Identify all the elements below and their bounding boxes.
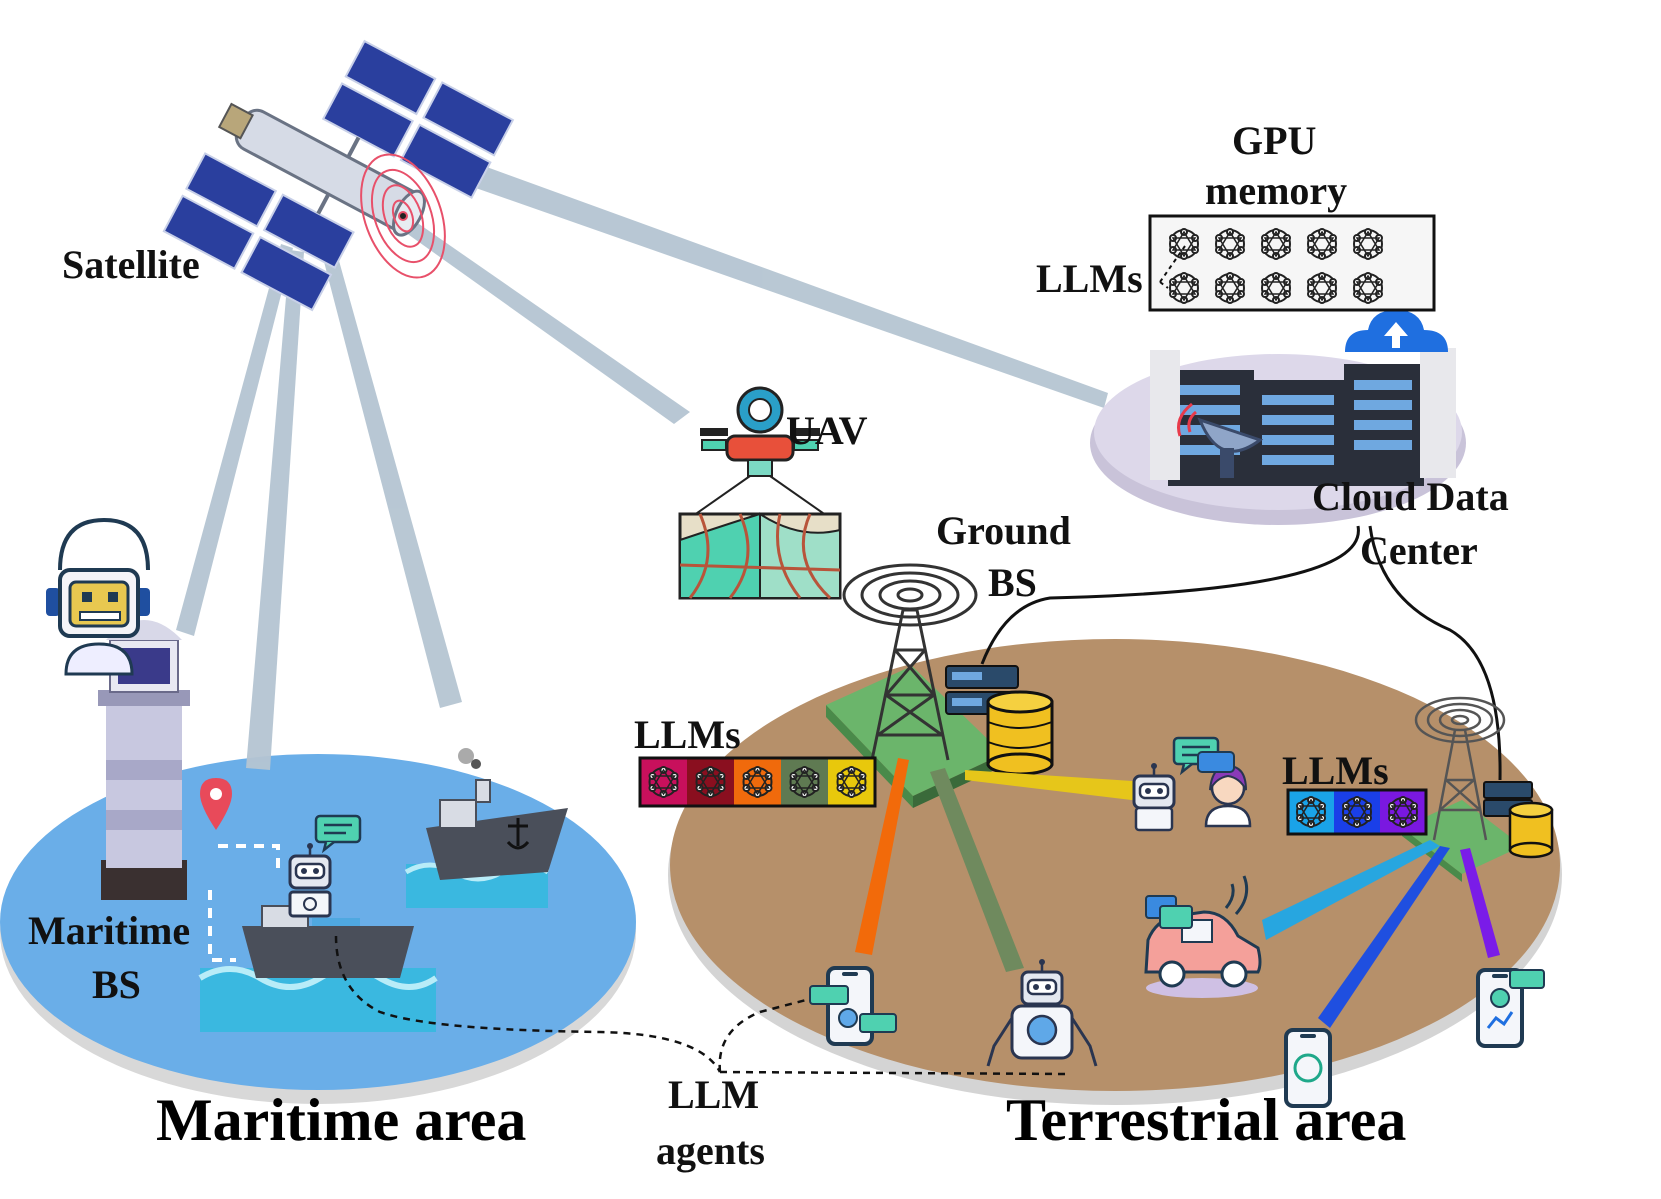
robot-icon <box>986 957 1098 1067</box>
cloud-upload-icon <box>1345 310 1448 352</box>
llm-strip-cell <box>734 758 781 806</box>
cloud-label-line1: Cloud Data <box>1312 474 1509 519</box>
agents-label-line2: agents <box>656 1128 765 1173</box>
gpu-label-line1: GPU <box>1232 118 1316 163</box>
llms-ground-label: LLMs <box>634 712 741 757</box>
radar-rings-icon <box>360 153 446 279</box>
tower-icon <box>842 563 978 761</box>
llms-cloud-label: LLMs <box>1036 256 1143 301</box>
right-bs-platform <box>1402 800 1522 882</box>
beam-blue <box>1318 846 1450 1028</box>
smartphone-icon <box>809 966 897 1046</box>
llms-right-label: LLMs <box>1282 748 1389 793</box>
cloud-label-line2: Center <box>1360 528 1478 573</box>
maritime-bs-label-line1: Maritime <box>28 908 190 953</box>
tower-icon <box>1414 696 1506 841</box>
satellite-icon <box>162 39 515 312</box>
uav-beam-lines <box>689 475 831 519</box>
llm-strip-cell <box>640 758 687 806</box>
llm-strip-border <box>1286 788 1428 836</box>
llm-strip-cell <box>687 758 734 806</box>
robot-icon <box>46 517 150 676</box>
smartphone-icon <box>1476 968 1545 1048</box>
beam-olive <box>930 768 1024 972</box>
terrestrial-area-label: Terrestrial area <box>1006 1087 1406 1153</box>
lighthouse-icon <box>98 620 190 900</box>
gpu-label-line2: memory <box>1205 168 1347 213</box>
robot-icon <box>288 841 332 918</box>
dish-icon <box>1177 402 1264 478</box>
maritime-bs-label-line2: BS <box>92 962 141 1007</box>
llm-strip-border <box>638 756 877 808</box>
gpu-memory-box <box>1148 214 1436 312</box>
beam-violet <box>1460 848 1500 958</box>
ship-icon <box>404 748 568 908</box>
beam-cyan <box>1262 840 1440 940</box>
llm-strip-cell <box>781 758 828 806</box>
database-icon <box>1508 801 1554 859</box>
maritime-area-label: Maritime area <box>156 1087 526 1153</box>
drone-icon <box>700 386 820 477</box>
ground-bs-label-line1: Ground <box>936 508 1071 553</box>
llm-strip-ground <box>638 756 877 808</box>
agents-label-line1: LLM <box>668 1072 759 1117</box>
ground-bs-label-line2: BS <box>988 560 1037 605</box>
satellite-label: Satellite <box>62 242 200 287</box>
wired-links <box>980 525 1502 781</box>
llm-strip-cell <box>828 758 875 806</box>
llm-strip-right <box>1286 788 1428 836</box>
server-icon <box>1150 348 1456 486</box>
chat-bubble-icon <box>1172 736 1235 774</box>
llms-pointer-lines <box>1159 245 1186 289</box>
uav-label: UAV <box>786 408 868 453</box>
agents-pointer-lines <box>334 935 1069 1076</box>
smartphone-icon <box>1284 1028 1332 1108</box>
database-icon <box>986 690 1054 776</box>
route-dashes <box>208 844 280 962</box>
ship-icon <box>198 905 438 1032</box>
chat-bubble-icon <box>1145 895 1193 929</box>
beam-yellow <box>965 770 1148 802</box>
beam-orange <box>855 758 909 955</box>
map-icon <box>678 512 842 600</box>
cloud-data-center <box>1090 310 1466 525</box>
location-pin-icon <box>200 778 232 830</box>
bs-beams <box>855 758 1500 1028</box>
satellite-beams <box>176 150 1108 770</box>
car-icon <box>1144 875 1262 998</box>
robot-icon <box>1132 761 1176 832</box>
